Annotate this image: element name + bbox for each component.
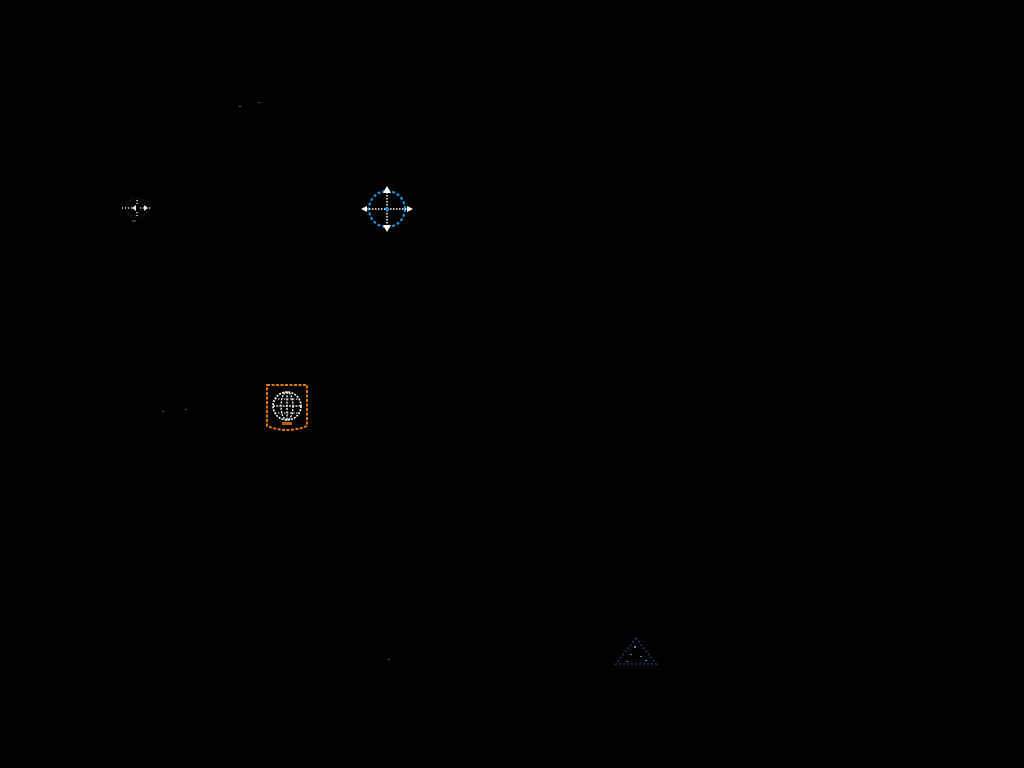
stray-pixel: [239, 106, 241, 107]
stray-pixel: [185, 409, 187, 410]
faint-triangle-icon[interactable]: [612, 634, 660, 670]
globe-icon[interactable]: [264, 382, 310, 434]
stray-pixel: [388, 659, 390, 660]
stray-pixel: [162, 411, 164, 412]
move-crosshair-icon[interactable]: [360, 183, 414, 237]
dim-cursor-icon[interactable]: [112, 188, 162, 232]
stray-pixel: [258, 102, 260, 103]
